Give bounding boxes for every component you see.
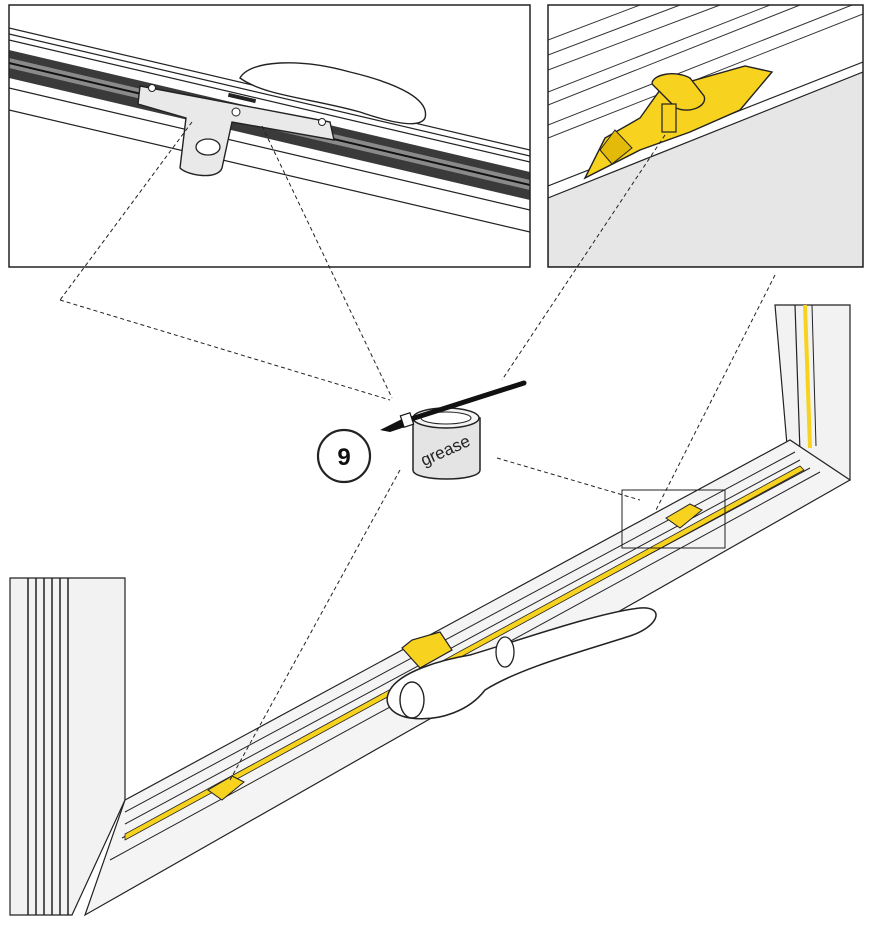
step-badge: 9 xyxy=(316,428,372,484)
mushroom-cam xyxy=(651,73,706,111)
espagnolette-strip xyxy=(124,465,805,841)
detail-inset-right xyxy=(547,4,864,268)
leader-lines xyxy=(59,121,776,781)
locking-keeper xyxy=(583,65,774,180)
zoom-frame xyxy=(621,489,726,549)
paint-brush-icon xyxy=(380,380,527,432)
gearbox-yellow xyxy=(401,631,453,669)
locking-point-right xyxy=(665,503,703,529)
window-frame xyxy=(9,304,852,917)
grease-can-icon: grease xyxy=(412,407,481,480)
detail-inset-left xyxy=(8,4,531,268)
window-handle-icon xyxy=(386,607,657,720)
step-number: 9 xyxy=(337,444,350,471)
handle-silhouette xyxy=(239,62,427,125)
gearbox-plate xyxy=(137,85,335,177)
locking-point-left xyxy=(207,775,245,801)
